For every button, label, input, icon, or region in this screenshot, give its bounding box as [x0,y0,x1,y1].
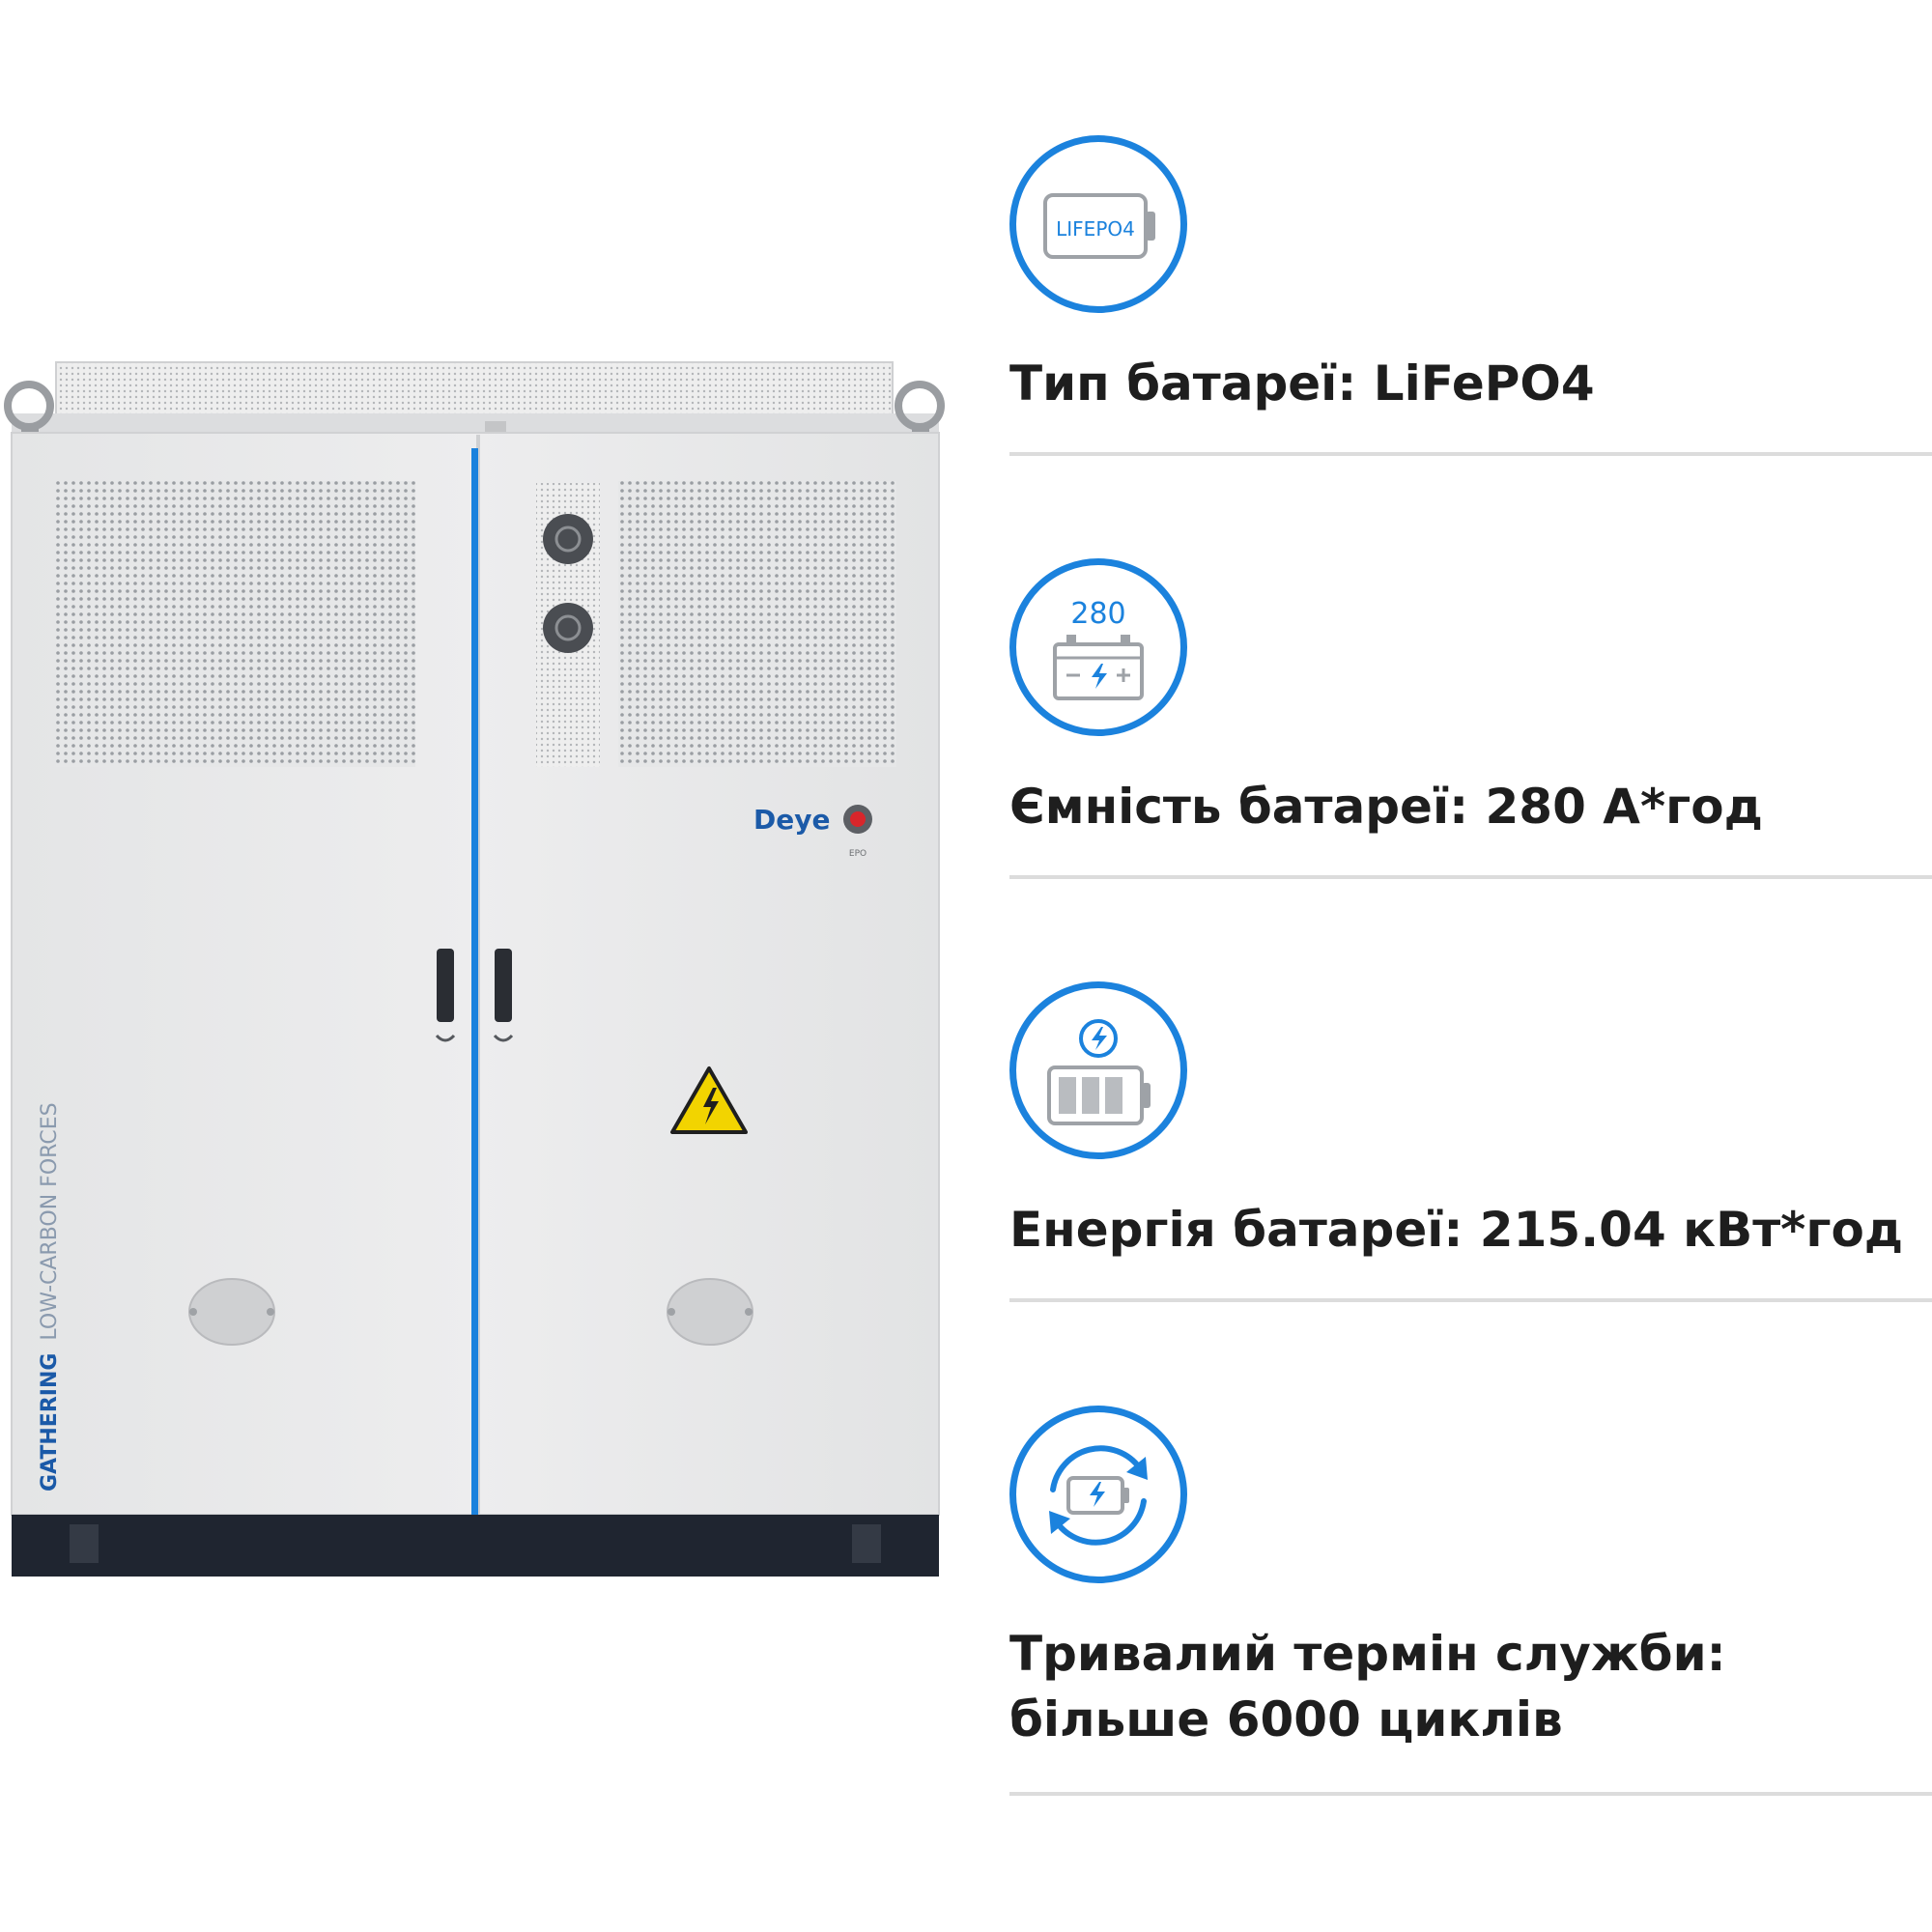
svg-text:GATHERING LOW-CARBON F: GATHERING LOW-CARBON FORCES [38,1102,62,1492]
divider [1009,452,1932,456]
battery-capacity-icon: 280 [1009,558,1187,736]
battery-energy-icon [1009,981,1187,1159]
fan-bottom [543,603,593,653]
lifepo4-battery-icon: LIFEPO4 [1009,135,1187,313]
battery-cycle-icon [1009,1406,1187,1583]
roof-vent [12,361,939,433]
feature-label: Ємність батареї: 280 А*год [1009,779,1763,835]
high-voltage-warning-icon [670,1066,748,1134]
feature-label: більше 6000 циклів [1009,1691,1563,1747]
cable-gland-right [667,1278,753,1346]
brand-logo: Deye [753,804,830,836]
right-door-vent [618,481,896,767]
svg-text:280: 280 [1070,597,1125,631]
svg-text:LIFEPO4: LIFEPO4 [1056,217,1135,241]
epo-label: EPO [849,849,867,859]
fan-top [543,514,593,564]
divider [1009,875,1932,879]
side-text-bold: GATHERING [38,1353,62,1492]
feature-label: Енергія батареї: 215.04 кВт*год [1009,1202,1904,1258]
cabinet-base [12,1515,939,1577]
cable-gland-left [188,1278,275,1346]
door-seam [471,448,478,1515]
feature-label: Тривалий термін служби: [1009,1626,1726,1682]
battery-cabinet-image: Deye EPO GATHERING LOW-CARBON FORCES [0,348,956,1584]
divider [1009,1298,1932,1302]
feature-list: LIFEPO4 Тип батареї: LiFePO4 280 Ємність… [1009,0,1932,1932]
side-text-light: LOW-CARBON FORCES [38,1102,62,1340]
door-handles [435,949,514,1042]
divider [1009,1792,1932,1796]
feature-label: Тип батареї: LiFePO4 [1009,355,1595,412]
left-door-vent [56,481,415,767]
